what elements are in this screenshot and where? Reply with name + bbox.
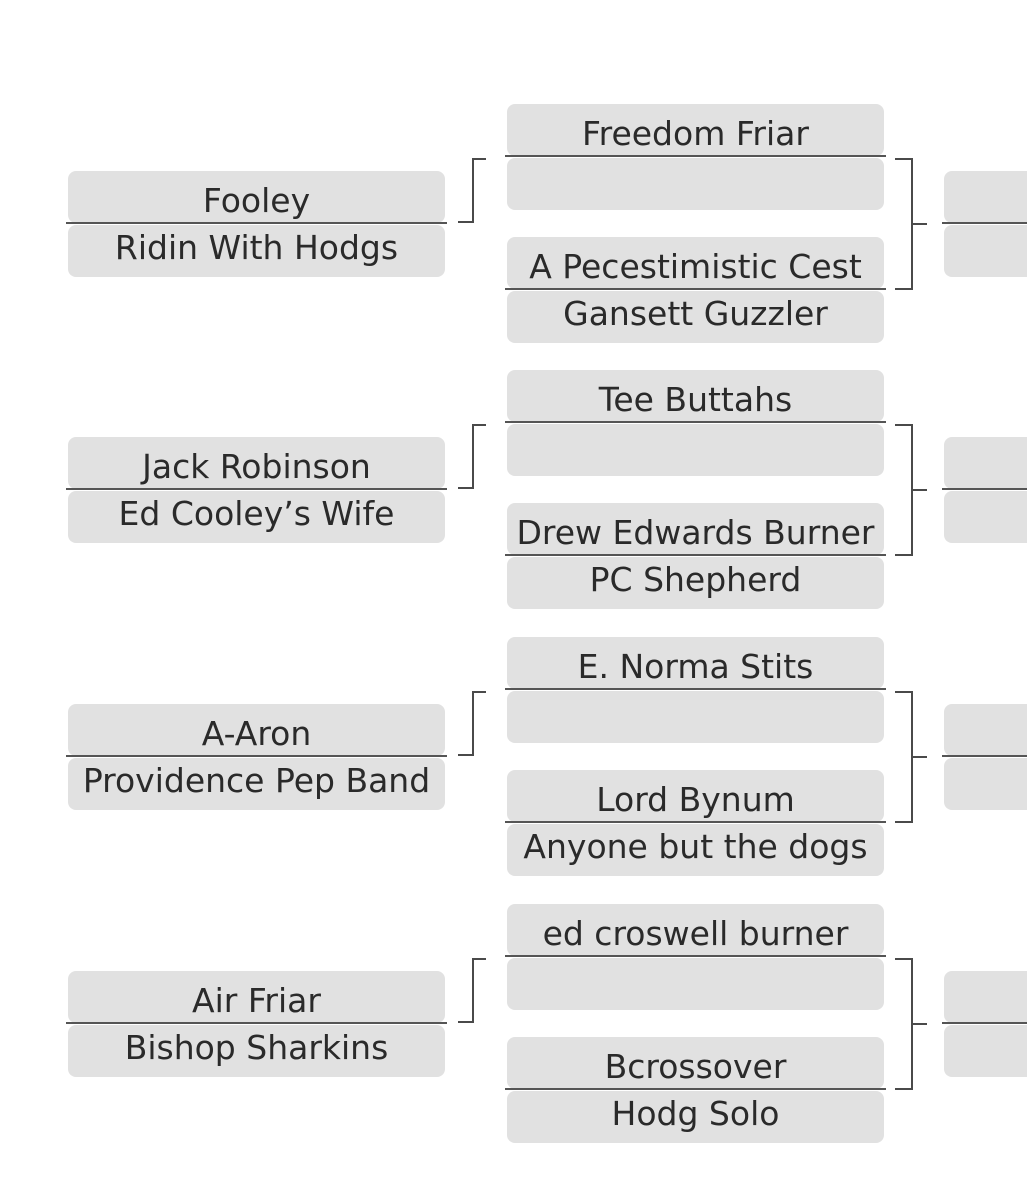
matchup-2-round2-lower-top-slot-label: Drew Edwards Burner bbox=[516, 513, 875, 552]
matchup-2-round2-lower-bottom-slot[interactable]: PC Shepherd bbox=[507, 557, 884, 609]
matchup-4-round1-bottom-slot[interactable]: Bishop Sharkins bbox=[68, 1025, 445, 1077]
matchup-2-round2-connector-out bbox=[911, 489, 927, 491]
matchup-4-round2-upper-bottom-slot[interactable] bbox=[507, 958, 884, 1010]
matchup-3-round1-connector-top bbox=[472, 691, 486, 693]
matchup-4-round1-divider bbox=[66, 1022, 447, 1024]
matchup-1-round1-top-slot-label: Fooley bbox=[202, 181, 311, 220]
matchup-4-round2-lower-bottom-slot-label: Hodg Solo bbox=[611, 1094, 780, 1133]
matchup-3-round2-upper-top-slot-label: E. Norma Stits bbox=[577, 647, 814, 686]
matchup-1-round2-lower-top-slot-label: A Pecestimistic Cest bbox=[529, 247, 862, 286]
matchup-2-round3-bottom-slot[interactable] bbox=[944, 491, 1027, 543]
matchup-2-round1-connector-vertical bbox=[472, 424, 474, 489]
matchup-3-round1-bottom-slot-label: Providence Pep Band bbox=[82, 761, 431, 800]
matchup-3-round1-connector-vertical bbox=[472, 691, 474, 756]
matchup-4-round2-connector-bottom bbox=[895, 1088, 913, 1090]
matchup-3-round2-lower-top-slot-label: Lord Bynum bbox=[596, 780, 795, 819]
matchup-1-round2-lower-bottom-slot[interactable]: Gansett Guzzler bbox=[507, 291, 884, 343]
matchup-2-round2-connector-top bbox=[895, 424, 913, 426]
matchup-1-round3-divider bbox=[942, 222, 1027, 224]
matchup-4-round2-upper-divider bbox=[505, 955, 886, 957]
matchup-3-round3-divider bbox=[942, 755, 1027, 757]
matchup-4-round2-upper-top-slot-label: ed croswell burner bbox=[542, 914, 849, 953]
matchup-3-round1-connector-bottom bbox=[458, 754, 474, 756]
matchup-2-round1-top-slot-label: Jack Robinson bbox=[142, 447, 371, 486]
matchup-1-round1-connector-bottom bbox=[458, 221, 474, 223]
matchup-2-round2-connector-bottom bbox=[895, 554, 913, 556]
matchup-3-round3-top-slot[interactable] bbox=[944, 704, 1027, 756]
matchup-1-round1-connector-vertical bbox=[472, 158, 474, 223]
matchup-4-round1-connector-top bbox=[472, 958, 486, 960]
matchup-4-round2-connector-top bbox=[895, 958, 913, 960]
matchup-3-round2-upper-divider bbox=[505, 688, 886, 690]
matchup-2-round2-upper-divider bbox=[505, 421, 886, 423]
matchup-4-round2-lower-bottom-slot[interactable]: Hodg Solo bbox=[507, 1091, 884, 1143]
matchup-4-round1-top-slot-label: Air Friar bbox=[192, 981, 321, 1020]
matchup-1-round3-top-slot[interactable] bbox=[944, 171, 1027, 223]
matchup-2-round2-upper-top-slot-label: Tee Buttahs bbox=[598, 380, 793, 419]
matchup-1-round1-divider bbox=[66, 222, 447, 224]
matchup-3-round2-lower-top-slot[interactable]: Lord Bynum bbox=[507, 770, 884, 822]
matchup-2-round1-bottom-slot-label: Ed Cooley’s Wife bbox=[118, 494, 395, 533]
matchup-3-round1-top-slot-label: A-Aron bbox=[201, 714, 312, 753]
matchup-1-round2-upper-divider bbox=[505, 155, 886, 157]
matchup-3-round2-connector-top bbox=[895, 691, 913, 693]
matchup-1-round2-upper-bottom-slot[interactable] bbox=[507, 158, 884, 210]
matchup-4-round3-divider bbox=[942, 1022, 1027, 1024]
matchup-1-round2-connector-top bbox=[895, 158, 913, 160]
matchup-2-round1-divider bbox=[66, 488, 447, 490]
matchup-2-round2-upper-bottom-slot[interactable] bbox=[507, 424, 884, 476]
matchup-4-round2-lower-top-slot[interactable]: Bcrossover bbox=[507, 1037, 884, 1089]
matchup-1-round2-connector-out bbox=[911, 223, 927, 225]
matchup-1-round2-lower-bottom-slot-label: Gansett Guzzler bbox=[563, 294, 828, 333]
matchup-2-round2-upper-top-slot[interactable]: Tee Buttahs bbox=[507, 370, 884, 422]
matchup-4-round1-connector-bottom bbox=[458, 1021, 474, 1023]
matchup-4-round2-lower-divider bbox=[505, 1088, 886, 1090]
matchup-3-round1-bottom-slot[interactable]: Providence Pep Band bbox=[68, 758, 445, 810]
matchup-1-round1-top-slot[interactable]: Fooley bbox=[68, 171, 445, 223]
matchup-3-round2-upper-top-slot[interactable]: E. Norma Stits bbox=[507, 637, 884, 689]
matchup-3-round2-upper-bottom-slot[interactable] bbox=[507, 691, 884, 743]
matchup-2-round3-divider bbox=[942, 488, 1027, 490]
matchup-3-round2-lower-divider bbox=[505, 821, 886, 823]
matchup-3-round2-connector-bottom bbox=[895, 821, 913, 823]
matchup-2-round1-top-slot[interactable]: Jack Robinson bbox=[68, 437, 445, 489]
matchup-3-round2-lower-bottom-slot[interactable]: Anyone but the dogs bbox=[507, 824, 884, 876]
matchup-4-round3-bottom-slot[interactable] bbox=[944, 1025, 1027, 1077]
matchup-3-round2-lower-bottom-slot-label: Anyone but the dogs bbox=[523, 827, 868, 866]
matchup-3-round1-top-slot[interactable]: A-Aron bbox=[68, 704, 445, 756]
matchup-1-round2-lower-top-slot[interactable]: A Pecestimistic Cest bbox=[507, 237, 884, 289]
matchup-1-round2-upper-top-slot[interactable]: Freedom Friar bbox=[507, 104, 884, 156]
matchup-2-round2-lower-divider bbox=[505, 554, 886, 556]
matchup-1-round2-connector-bottom bbox=[895, 288, 913, 290]
matchup-1-round2-lower-divider bbox=[505, 288, 886, 290]
matchup-3-round2-connector-out bbox=[911, 756, 927, 758]
matchup-1-round1-bottom-slot-label: Ridin With Hodgs bbox=[114, 228, 399, 267]
matchup-1-round1-bottom-slot[interactable]: Ridin With Hodgs bbox=[68, 225, 445, 277]
matchup-2-round1-connector-bottom bbox=[458, 487, 474, 489]
matchup-4-round2-connector-out bbox=[911, 1023, 927, 1025]
matchup-4-round2-lower-top-slot-label: Bcrossover bbox=[604, 1047, 787, 1086]
matchup-2-round3-top-slot[interactable] bbox=[944, 437, 1027, 489]
matchup-1-round3-bottom-slot[interactable] bbox=[944, 225, 1027, 277]
matchup-1-round2-upper-top-slot-label: Freedom Friar bbox=[582, 114, 809, 153]
matchup-3-round1-divider bbox=[66, 755, 447, 757]
matchup-4-round1-bottom-slot-label: Bishop Sharkins bbox=[124, 1028, 389, 1067]
matchup-2-round2-lower-bottom-slot-label: PC Shepherd bbox=[589, 560, 802, 599]
matchup-4-round1-connector-vertical bbox=[472, 958, 474, 1023]
matchup-2-round1-bottom-slot[interactable]: Ed Cooley’s Wife bbox=[68, 491, 445, 543]
matchup-2-round1-connector-top bbox=[472, 424, 486, 426]
matchup-4-round2-upper-top-slot[interactable]: ed croswell burner bbox=[507, 904, 884, 956]
matchup-4-round1-top-slot[interactable]: Air Friar bbox=[68, 971, 445, 1023]
matchup-4-round3-top-slot[interactable] bbox=[944, 971, 1027, 1023]
matchup-1-round1-connector-top bbox=[472, 158, 486, 160]
matchup-3-round3-bottom-slot[interactable] bbox=[944, 758, 1027, 810]
matchup-2-round2-lower-top-slot[interactable]: Drew Edwards Burner bbox=[507, 503, 884, 555]
